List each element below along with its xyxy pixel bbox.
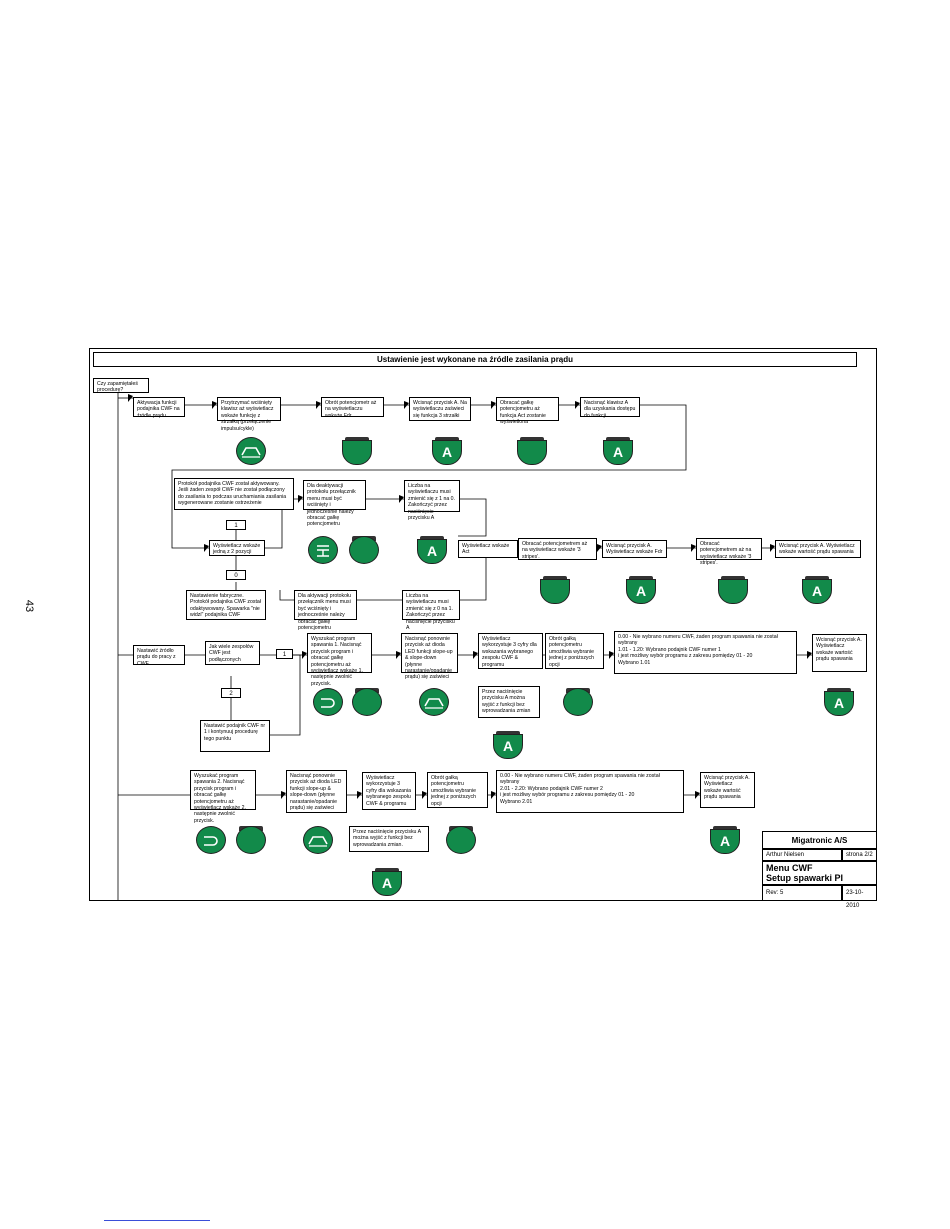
press-a-fdr: Wcisnąć przycisk A. Wyświetlacz wskaże F… bbox=[602, 540, 667, 558]
cwf2-options: 0.00 - Nie wybrano numeru CWF, żaden pro… bbox=[496, 770, 684, 813]
option-0-box: 0 bbox=[226, 570, 246, 580]
diagram-title: Ustawienie jest wykonane na źródle zasil… bbox=[93, 352, 857, 367]
set-cwf1: Nastawić podajnik CWF nr 1 i kontynuuj p… bbox=[200, 720, 270, 752]
revision-date: 23-10-2010 bbox=[842, 885, 877, 909]
slope-button bbox=[303, 826, 333, 854]
author-name: Arthur Nielsen bbox=[762, 849, 842, 861]
button-a: A bbox=[417, 536, 447, 564]
button-a: A bbox=[372, 868, 402, 896]
slope-button bbox=[419, 688, 449, 716]
press-led-slope-2: Nacisnąć ponownie przycisk aż dioda LED … bbox=[286, 770, 347, 813]
menu-switch-button bbox=[308, 536, 338, 564]
revision: Rev: 5 bbox=[762, 885, 842, 901]
document-title-line-2: Setup spawarki PI bbox=[766, 873, 844, 883]
rotate-knob-options: Obrót gałką potencjometru umożliwia wybr… bbox=[545, 633, 604, 669]
rotate-3-stripes-2: Obracać potencjometrem aż na wyświetlacz… bbox=[696, 538, 762, 566]
activate-instruction: Dla aktywacji protokołu przełącznik menu… bbox=[294, 590, 357, 631]
step-press-a: Wcisnąć przycisk A. Na wyświetlaczu zaśw… bbox=[409, 397, 471, 421]
button-a-label: A bbox=[426, 543, 438, 559]
program-button bbox=[313, 688, 343, 716]
button-a: A bbox=[802, 576, 832, 604]
step-press-a-access: Nacisnąć klawisz A dla uzyskania dostępu… bbox=[580, 397, 640, 419]
protocol-active-note: Protokół podajnika CWF został aktywowany… bbox=[174, 478, 294, 510]
step-rotate-act: Obracać gałkę potencjometru aż funkcja A… bbox=[496, 397, 559, 425]
slope-icon bbox=[424, 698, 444, 709]
rotate-knob-options-2: Obrót gałką potencjometru umożliwia wybr… bbox=[427, 772, 488, 808]
program-icon bbox=[321, 698, 335, 708]
button-a: A bbox=[603, 437, 633, 465]
potentiometer-knob bbox=[236, 826, 266, 854]
exit-note: Przez naciśnięcie przycisku A można wyjś… bbox=[478, 686, 540, 718]
button-a: A bbox=[710, 826, 740, 854]
option-1-box: 1 bbox=[226, 520, 246, 530]
select-program-2: Wyszukać program spawania 2. Nacisnąć pr… bbox=[190, 770, 256, 824]
menu-icon bbox=[317, 545, 329, 557]
factory-setting-note: Nastawienie fabryczne. Protokół podajnik… bbox=[186, 590, 266, 620]
program-icon bbox=[204, 836, 218, 846]
program-button bbox=[196, 826, 226, 854]
company-name: Migatronic A/S bbox=[762, 831, 877, 849]
slope-icon bbox=[241, 447, 261, 458]
potentiometer-knob bbox=[349, 536, 379, 564]
press-a-return: Wcisnąć przycisk A. Wyświetlacz wskaże w… bbox=[775, 540, 861, 558]
rotate-3-stripes: Obracać potencjometrem aż na wyświetlacz… bbox=[518, 538, 597, 560]
display-3-digits-2: Wyświetlacz wykorzystuje 3 cyfry dla wsk… bbox=[362, 772, 416, 810]
button-a-label: A bbox=[719, 833, 731, 849]
document-title: Menu CWF Setup spawarki PI bbox=[762, 861, 877, 885]
potentiometer-knob bbox=[718, 576, 748, 604]
count-1-to-0: Liczba na wyświetlaczu musi zmienić się … bbox=[404, 480, 460, 521]
select-program-1: Wyszukać program spawania 1. Nacisnąć pr… bbox=[307, 633, 372, 687]
button-a-label: A bbox=[811, 583, 823, 599]
button-a: A bbox=[626, 576, 656, 604]
page-number: 43 bbox=[23, 599, 36, 613]
button-a-label: A bbox=[635, 583, 647, 599]
button-a-label: A bbox=[441, 444, 453, 460]
button-a-label: A bbox=[381, 875, 393, 891]
cwf1-options: 0.00 - Nie wybrano numeru CWF, żaden pro… bbox=[614, 631, 797, 674]
set-source-cwf: Nastawić źródło prądu do pracy z CWF bbox=[133, 645, 185, 667]
potentiometer-knob bbox=[517, 437, 547, 465]
diagram-frame bbox=[89, 348, 877, 901]
footnote-rule bbox=[104, 1220, 210, 1221]
display-3-digits: Wyświetlacz wykorzystuje 3 cyfry dla wsk… bbox=[478, 633, 543, 669]
sheet-number: strona 2/2 bbox=[842, 849, 877, 861]
display-act: Wyświetlacz wskaże Act bbox=[458, 540, 518, 558]
potentiometer-knob bbox=[342, 437, 372, 465]
display-choice: Wyświetlacz wskaże jedną z 2 pozycji bbox=[209, 540, 265, 556]
document-title-line-1: Menu CWF bbox=[766, 863, 813, 873]
press-a-end: Wcisnąć przycisk A. Wyświetlacz wskaże w… bbox=[812, 634, 867, 672]
button-a: A bbox=[493, 731, 523, 759]
press-a-end-2: Wcisnąć przycisk A. Wyświetlacz wskaże w… bbox=[700, 772, 755, 808]
press-led-slope: Nacisnąć ponownie przycisk aż dioda LED … bbox=[401, 633, 458, 680]
button-a-label: A bbox=[612, 444, 624, 460]
slope-button bbox=[236, 437, 266, 465]
potentiometer-knob bbox=[446, 826, 476, 854]
deactivate-instruction: Dla deaktywacji protokołu przełącznik me… bbox=[303, 480, 366, 527]
button-a: A bbox=[824, 688, 854, 716]
button-a: A bbox=[432, 437, 462, 465]
title-block: Migatronic A/S Arthur Nielsen strona 2/2… bbox=[762, 831, 877, 909]
choice-1-box: 1 bbox=[276, 649, 293, 659]
how-many-cwf: Jak wiele zespołów CWF jest podłączonych bbox=[205, 641, 260, 665]
potentiometer-knob bbox=[563, 688, 593, 716]
exit-note-2: Przez naciśnięcie przycisku A można wyjś… bbox=[349, 826, 429, 852]
start-question: Czy zapamiętałeś procedurę? bbox=[93, 378, 149, 393]
step-activate-cwf: Aktywacja funkcji podajnika CWF na źródl… bbox=[133, 397, 185, 419]
potentiometer-knob bbox=[352, 688, 382, 716]
step-hold-key: Przytrzymać wciśnięty klawisz aż wyświet… bbox=[217, 397, 281, 432]
choice-2-box: 2 bbox=[221, 688, 241, 698]
button-a-label: A bbox=[833, 695, 845, 711]
slope-icon bbox=[308, 836, 328, 847]
button-a-label: A bbox=[502, 738, 514, 754]
potentiometer-knob bbox=[540, 576, 570, 604]
step-rotate-fdr: Obrót potencjometr aż na wyświetlaczu ws… bbox=[321, 397, 384, 419]
count-0-to-1: Liczba na wyświetlaczu musi zmienić się … bbox=[402, 590, 460, 631]
